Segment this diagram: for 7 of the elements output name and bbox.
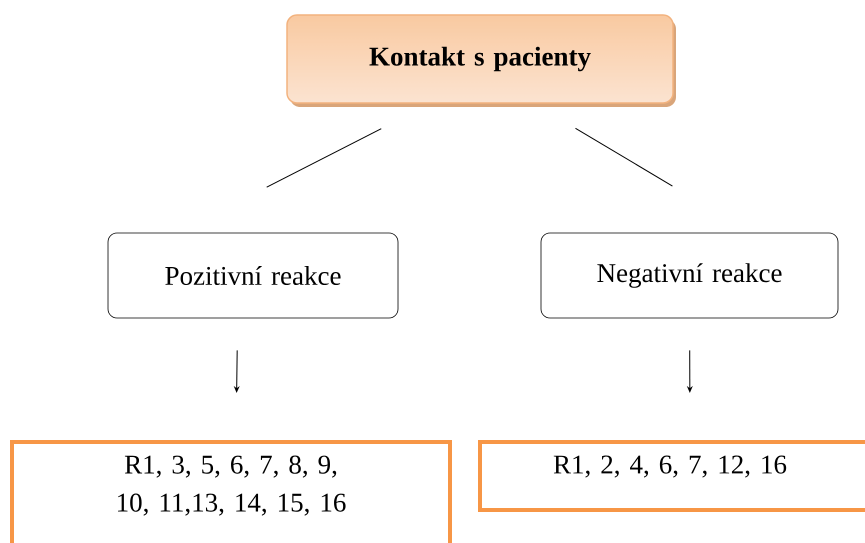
title-box: Kontakt s pacienty [286, 14, 676, 107]
result-box: R1, 3, 5, 6, 7, 8, 9, 10, 11,13, 14, 15, 16 [10, 440, 452, 543]
connector-line [575, 128, 673, 187]
connector-line [266, 128, 382, 188]
reaction-box: Pozitivní reakce [108, 232, 398, 318]
result-box: R1, 2, 4, 6, 7, 12, 16 [478, 440, 865, 512]
reaction-box: Negativní reakce [540, 232, 838, 318]
